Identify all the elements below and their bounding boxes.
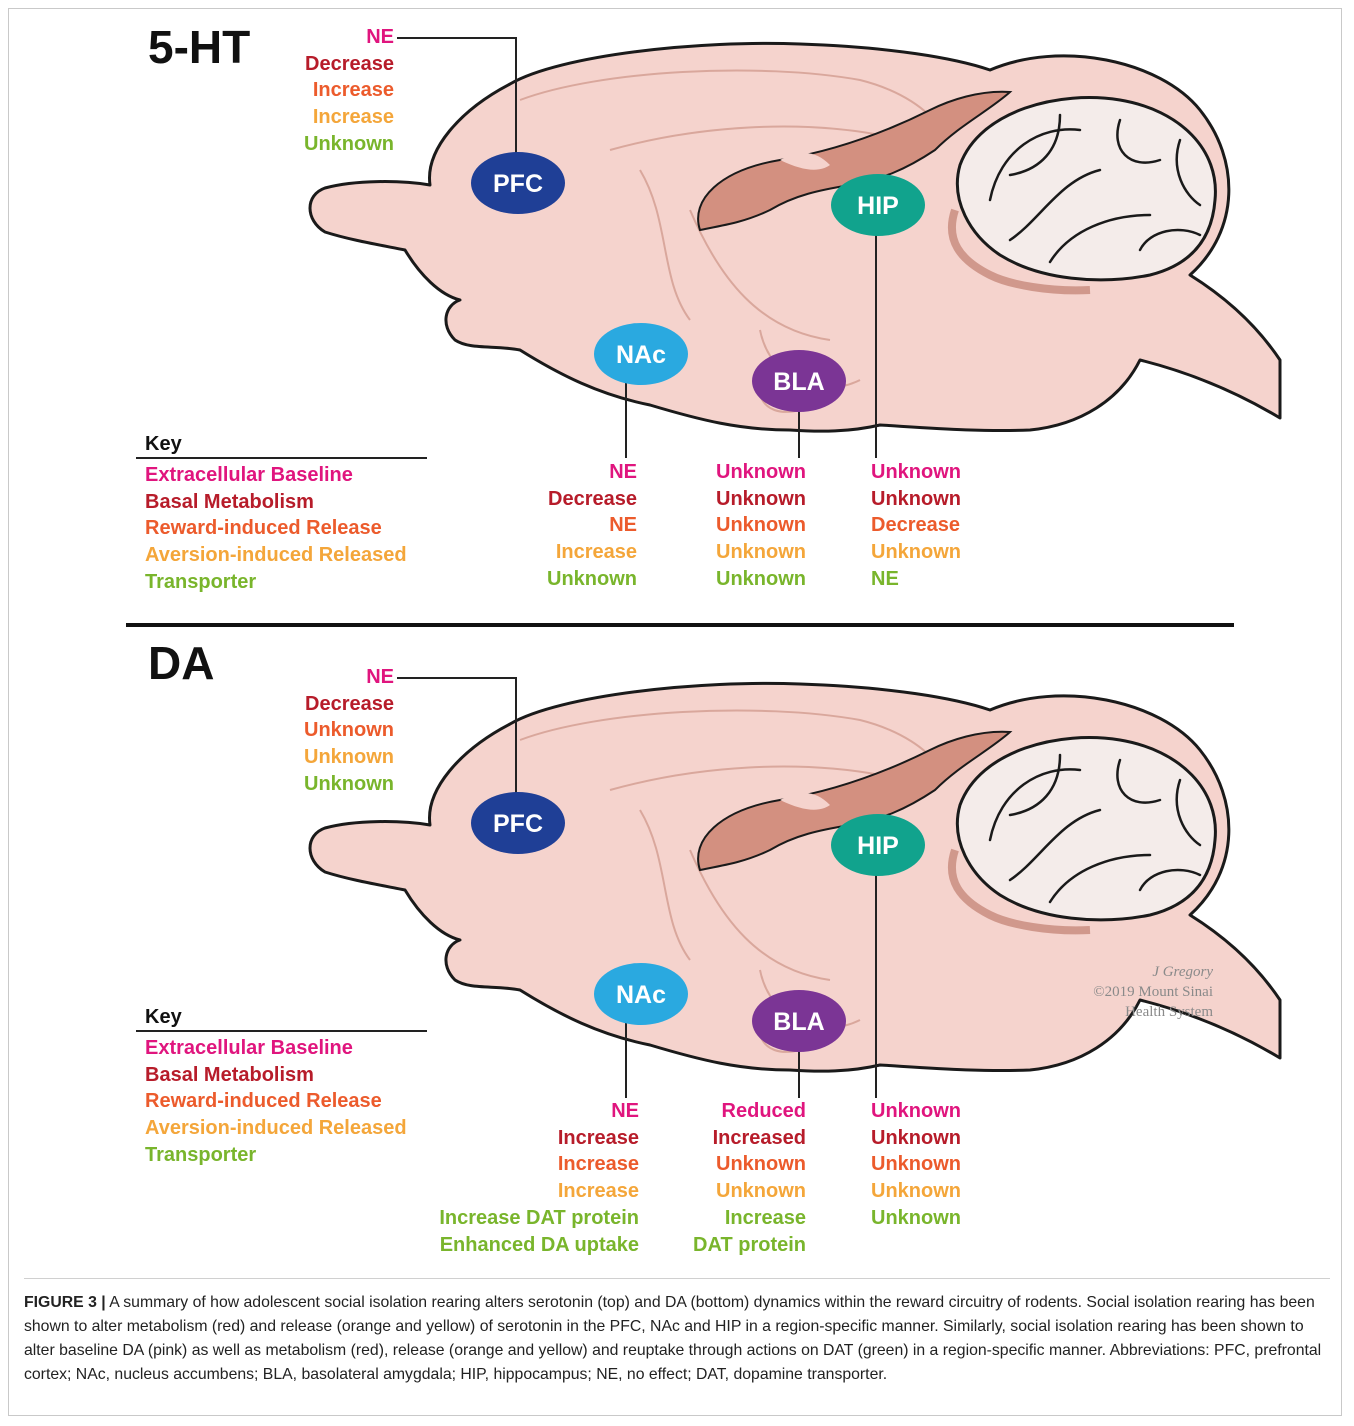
hip-label-top: HIP: [857, 192, 899, 220]
key-underline-top: [136, 457, 427, 459]
panel-divider: [126, 623, 1234, 627]
caption-label: FIGURE 3 |: [24, 1294, 106, 1311]
credit-organization: Health System: [1020, 1002, 1213, 1022]
bla-label-top: BLA: [773, 368, 824, 396]
pfc-label-top: PFC: [493, 170, 543, 198]
result-line: Basal Metabolism: [145, 489, 407, 516]
result-line: Reduced: [660, 1098, 806, 1125]
result-line: Increase DAT protein: [380, 1205, 639, 1232]
result-line: Increased: [660, 1125, 806, 1152]
result-line: Unknown: [660, 512, 806, 539]
key-title-bottom: Key: [145, 1006, 182, 1029]
result-line: Increase: [380, 1125, 639, 1152]
result-line: Increase: [380, 1178, 639, 1205]
result-line: Unknown: [250, 744, 394, 771]
result-line: Transporter: [145, 569, 407, 596]
result-line: Decrease: [430, 486, 637, 513]
result-line: Unknown: [871, 1178, 1011, 1205]
hip-label-bottom: HIP: [857, 832, 899, 860]
result-line: Increase: [660, 1205, 806, 1232]
result-line: Increase: [250, 77, 394, 104]
panel-title-dopamine: DA: [148, 640, 214, 686]
result-line: NE: [871, 566, 1011, 593]
result-line: Unknown: [871, 459, 1011, 486]
pfc-label-bottom: PFC: [493, 810, 543, 838]
result-line: Unknown: [660, 459, 806, 486]
panel-title-serotonin: 5-HT: [148, 24, 250, 70]
result-line: Increase: [250, 104, 394, 131]
result-line: Increase: [380, 1151, 639, 1178]
result-line: Unknown: [660, 566, 806, 593]
result-line: Reward-induced Release: [145, 515, 407, 542]
result-line: NE: [430, 459, 637, 486]
nac-label-bottom: NAc: [616, 981, 666, 1009]
result-line: Unknown: [871, 1098, 1011, 1125]
result-line: NE: [250, 24, 394, 51]
result-line: Aversion-induced Released: [145, 1115, 407, 1142]
result-line: Unknown: [250, 771, 394, 798]
key-title-top: Key: [145, 433, 182, 456]
result-line: Extracellular Baseline: [145, 462, 407, 489]
figure-caption: FIGURE 3 | A summary of how adolescent s…: [24, 1291, 1330, 1387]
result-line: Unknown: [250, 131, 394, 158]
result-line: Unknown: [871, 1205, 1011, 1232]
credit-copyright: ©2019 Mount Sinai: [1020, 982, 1213, 1002]
result-line: Transporter: [145, 1142, 407, 1169]
result-line: Unknown: [871, 539, 1011, 566]
result-line: Unknown: [871, 1125, 1011, 1152]
result-line: Reward-induced Release: [145, 1088, 407, 1115]
result-line: Unknown: [871, 1151, 1011, 1178]
nac-label-top: NAc: [616, 341, 666, 369]
result-line: NE: [430, 512, 637, 539]
result-line: Unknown: [660, 1178, 806, 1205]
result-line: NE: [250, 664, 394, 691]
result-line: Decrease: [250, 691, 394, 718]
result-line: Unknown: [250, 717, 394, 744]
result-line: Enhanced DA uptake: [380, 1232, 639, 1259]
key-underline-bottom: [136, 1030, 427, 1032]
result-line: NE: [380, 1098, 639, 1125]
caption-text: A summary of how adolescent social isola…: [24, 1294, 1321, 1383]
result-line: Unknown: [871, 486, 1011, 513]
result-line: Unknown: [430, 566, 637, 593]
result-line: Aversion-induced Released: [145, 542, 407, 569]
result-line: Decrease: [250, 51, 394, 78]
illustration-credit: J Gregory ©2019 Mount Sinai Health Syste…: [1020, 962, 1213, 1022]
result-line: Unknown: [660, 539, 806, 566]
credit-artist: J Gregory: [1020, 962, 1213, 982]
result-line: Increase: [430, 539, 637, 566]
result-line: Basal Metabolism: [145, 1062, 407, 1089]
result-line: Decrease: [871, 512, 1011, 539]
result-line: Unknown: [660, 486, 806, 513]
result-line: Extracellular Baseline: [145, 1035, 407, 1062]
caption-rule: [24, 1278, 1330, 1279]
result-line: DAT protein: [660, 1232, 806, 1259]
bla-label-bottom: BLA: [773, 1008, 824, 1036]
result-line: Unknown: [660, 1151, 806, 1178]
